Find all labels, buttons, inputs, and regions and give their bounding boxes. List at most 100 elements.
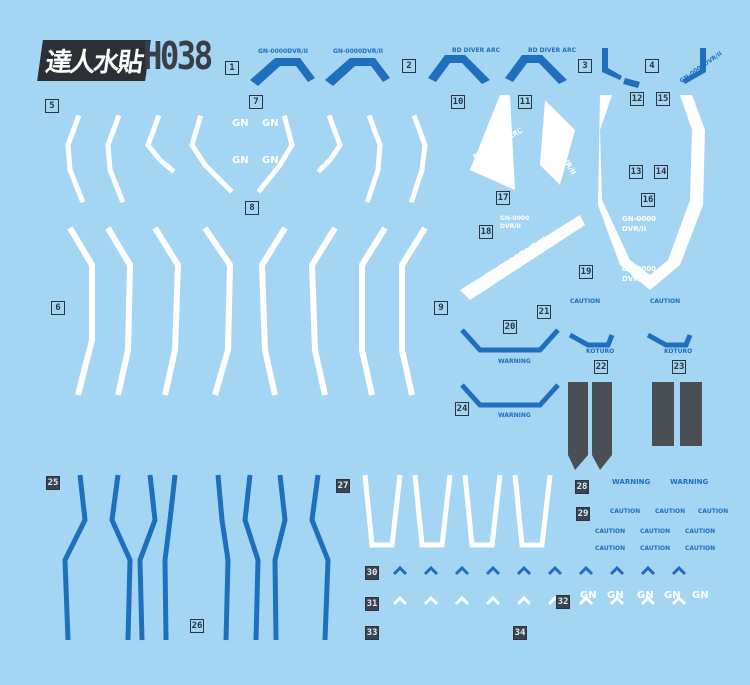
panel-decal-23b xyxy=(680,382,702,446)
decal-text-caution: CAUTION xyxy=(650,298,681,305)
arrow-decal xyxy=(671,565,687,576)
chevron-decal-24 xyxy=(460,383,560,408)
wing-decal-18 xyxy=(460,215,585,300)
part-number-9: 9 xyxy=(434,301,448,315)
arrow-decal xyxy=(578,565,594,576)
arrow-decal xyxy=(640,565,656,576)
arc-decal-2a xyxy=(428,55,490,84)
gn-decal: GN xyxy=(262,155,279,166)
part-number-11: 11 xyxy=(518,95,532,109)
part-number-23: 23 xyxy=(672,360,686,374)
part-number-16: 16 xyxy=(641,193,655,207)
part-number-13: 13 xyxy=(629,165,643,179)
gn-decal: GN xyxy=(607,590,624,601)
product-code: H038 xyxy=(143,34,213,78)
arrow-decal xyxy=(423,595,439,606)
decal-text-caution: CAUTION xyxy=(640,528,671,535)
stripe xyxy=(408,114,428,204)
arrow-decal xyxy=(516,595,532,606)
panel-decal-22b xyxy=(592,382,612,470)
panel-decal-22a xyxy=(568,382,588,470)
decal-text-dvr: DVR/II xyxy=(622,275,647,283)
arrow-decal xyxy=(423,565,439,576)
decal-text-diver-arc-2: BD DIVER ARC xyxy=(528,47,576,54)
stripe xyxy=(137,474,158,641)
arrow-decal xyxy=(547,565,563,576)
part-number-21: 21 xyxy=(537,305,551,319)
decal-text-dvr: DVR/II xyxy=(500,223,521,230)
gn-decal: GN xyxy=(262,118,279,129)
stripe xyxy=(308,226,338,396)
part-number-15: 15 xyxy=(656,92,670,106)
decal-text-caution: CAUTION xyxy=(595,528,626,535)
decal-text-gn-0000: GN-0000 xyxy=(622,215,656,223)
part-number-34: 34 xyxy=(513,626,527,640)
stripe xyxy=(258,226,288,396)
decal-text-caution: CAUTION xyxy=(610,508,641,515)
stripe xyxy=(359,226,388,396)
stripe xyxy=(364,114,383,204)
stripe xyxy=(152,226,182,396)
bracket-decal-3 xyxy=(602,48,640,88)
blue-stripe-decals-bottom xyxy=(62,474,331,641)
decal-text-dvr: DVR/II xyxy=(622,225,647,233)
part-number-30: 30 xyxy=(365,566,379,580)
part-number-1: 1 xyxy=(225,61,239,75)
white-wing-decals xyxy=(460,95,705,300)
arrow-decal xyxy=(640,595,656,606)
stripe xyxy=(105,226,134,396)
arrow-decal xyxy=(609,595,625,606)
chevron-decal-kotaro-a xyxy=(568,332,615,348)
arrow-decal xyxy=(454,565,470,576)
decal-text-caution: CAUTION xyxy=(640,545,671,552)
arrow-decal xyxy=(516,565,532,576)
stripe xyxy=(242,474,261,641)
v-decal xyxy=(512,474,553,548)
stripe xyxy=(65,114,86,204)
stripe xyxy=(309,474,331,641)
blue-arc-decals xyxy=(250,48,706,88)
part-number-31: 31 xyxy=(365,597,379,611)
stripe xyxy=(109,474,133,641)
decal-text-warning: WARNING xyxy=(498,412,531,419)
arc-decal-2b xyxy=(505,55,567,84)
brand-logo: 達人水貼 xyxy=(37,40,151,81)
gn-decal: GN xyxy=(692,590,709,601)
decal-text-diver-arc-1: BD DIVER ARC xyxy=(452,47,500,54)
part-number-10: 10 xyxy=(451,95,465,109)
part-number-3: 3 xyxy=(578,59,592,73)
arrow-decal xyxy=(454,595,470,606)
arc-decal-1a xyxy=(250,58,315,86)
arrow-decal xyxy=(578,595,594,606)
stripe xyxy=(316,114,343,174)
v-decal xyxy=(362,474,403,548)
part-number-20: 20 xyxy=(503,320,517,334)
part-number-14: 14 xyxy=(654,165,668,179)
decal-text-caution: CAUTION xyxy=(698,508,729,515)
wing-decal-10 xyxy=(470,95,515,190)
arrow-decal xyxy=(485,595,501,606)
part-number-27: 27 xyxy=(336,479,350,493)
arrow-decal xyxy=(671,595,687,606)
decal-text-caution: CAUTION xyxy=(685,545,716,552)
arrow-decal xyxy=(609,565,625,576)
decal-text-gn-0000: GN-0000 xyxy=(622,265,656,273)
gn-decal: GN xyxy=(232,118,249,129)
chevron-decal-kotaro-b xyxy=(646,332,693,348)
stripe xyxy=(62,474,88,641)
white-v-decals xyxy=(362,474,553,548)
stripe xyxy=(215,474,231,641)
part-number-32: 32 xyxy=(556,595,570,609)
stripe xyxy=(272,474,288,641)
stripe xyxy=(145,114,176,174)
stripe xyxy=(202,226,234,396)
part-number-22: 22 xyxy=(594,360,608,374)
arrow-decal xyxy=(392,595,408,606)
white-stripe-decals-middle xyxy=(67,226,428,396)
decal-text-kotaro: KOTURO xyxy=(664,348,693,355)
part-number-7: 7 xyxy=(249,95,263,109)
decal-text-caution: CAUTION xyxy=(655,508,686,515)
decal-text-gn-model-1: GN-0000DVR/II xyxy=(258,48,309,55)
shield-decal-16 xyxy=(598,95,705,290)
part-number-12: 12 xyxy=(630,92,644,106)
